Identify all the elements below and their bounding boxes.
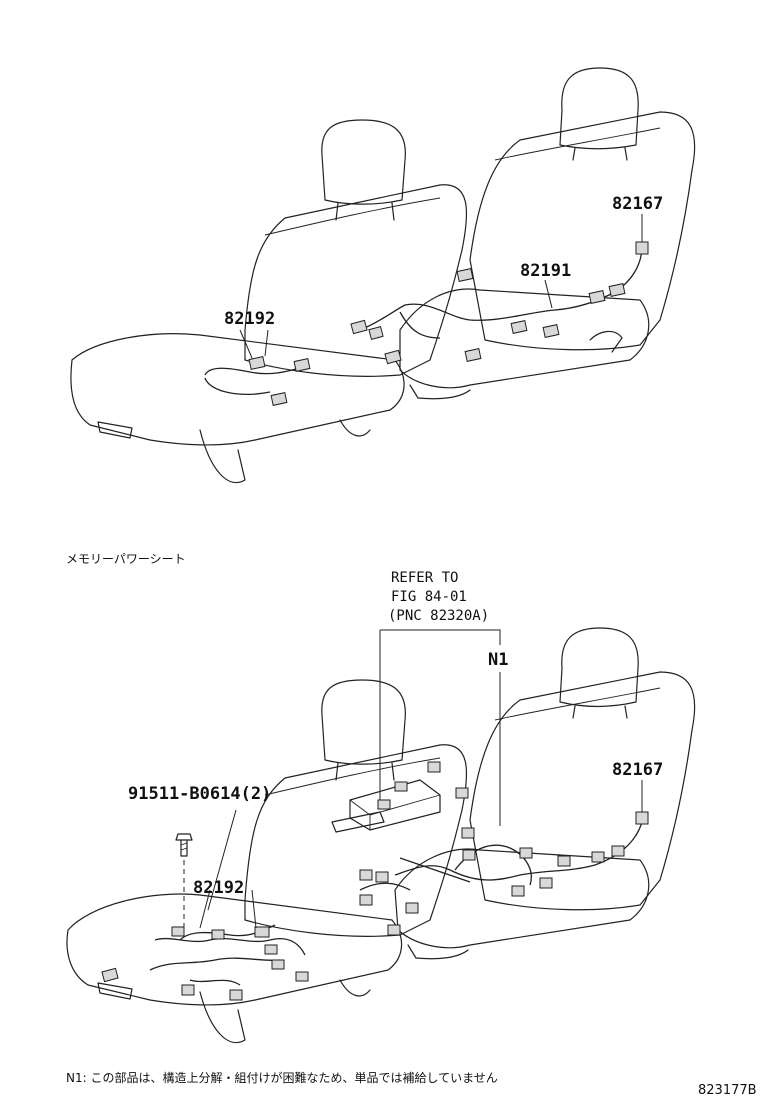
top-label-82192: 82192 bbox=[224, 309, 275, 329]
section-caption: メモリーパワーシート bbox=[66, 552, 186, 566]
bottom-right-seat bbox=[394, 627, 696, 960]
refer-to-line1: REFER TO bbox=[391, 570, 458, 586]
top-label-82167: 82167 bbox=[612, 194, 663, 214]
top-leader-lines bbox=[239, 214, 643, 359]
bolt-part-number: 91511-B0614(2) bbox=[128, 784, 271, 804]
top-right-seat bbox=[399, 67, 696, 400]
control-unit bbox=[331, 779, 441, 833]
bottom-label-82192: 82192 bbox=[193, 878, 244, 898]
bottom-connectors bbox=[101, 761, 649, 1001]
bottom-label-82167: 82167 bbox=[612, 760, 663, 780]
top-label-82191: 82191 bbox=[520, 261, 571, 281]
figure-code: 823177B bbox=[698, 1083, 757, 1098]
footnote: N1: この部品は、構造上分解・組付けが困難なため、単品では補給していません bbox=[66, 1070, 498, 1085]
top-connectors bbox=[248, 241, 649, 406]
bottom-seat-assembly: REFER TO FIG 84-01 (PNC 82320A) N1 82167… bbox=[66, 570, 696, 1044]
bottom-left-seat bbox=[66, 679, 468, 1044]
bolt-icon bbox=[175, 833, 193, 857]
bottom-leader-lines bbox=[183, 629, 643, 930]
top-left-seat bbox=[70, 119, 468, 484]
top-seat-assembly: 82167 82191 82192 bbox=[70, 67, 696, 484]
note-marker-n1: N1 bbox=[488, 650, 508, 670]
refer-to-line2: FIG 84-01 bbox=[391, 589, 467, 605]
refer-to-line3: (PNC 82320A) bbox=[388, 608, 489, 624]
